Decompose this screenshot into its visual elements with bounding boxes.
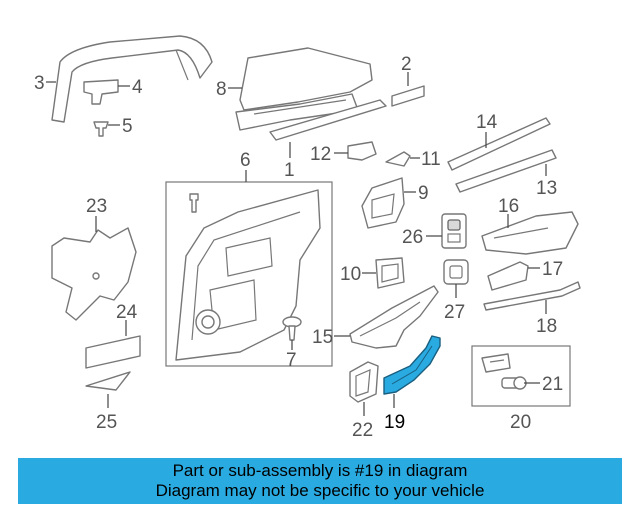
- callout-10[interactable]: 10: [340, 264, 361, 285]
- part-16-armrest[interactable]: [481, 211, 579, 255]
- callout-4[interactable]: 4: [132, 77, 143, 98]
- part-26-window-switch[interactable]: [441, 213, 467, 249]
- callout-7[interactable]: 7: [286, 350, 297, 371]
- callout-24[interactable]: 24: [116, 302, 138, 323]
- callout-21[interactable]: 21: [542, 374, 563, 395]
- info-banner: Part or sub-assembly is #19 in diagram D…: [18, 458, 622, 504]
- part-9-armrest-bracket[interactable]: [361, 177, 405, 229]
- callout-6[interactable]: 6: [240, 150, 251, 171]
- part-17-bracket[interactable]: [487, 261, 529, 291]
- part-23-insulator[interactable]: [51, 227, 137, 321]
- callout-22[interactable]: 22: [352, 420, 373, 441]
- part-22-cover[interactable]: [349, 361, 379, 403]
- callout-25[interactable]: 25: [96, 412, 117, 433]
- callout-23[interactable]: 23: [86, 196, 107, 217]
- callout-1[interactable]: 1: [284, 160, 295, 181]
- part-6-door-panel[interactable]: [165, 181, 333, 367]
- part-4-clip[interactable]: [83, 79, 119, 105]
- part-12-bracket[interactable]: [347, 141, 377, 161]
- part-14-moulding[interactable]: [447, 117, 551, 171]
- callout-16[interactable]: 16: [498, 196, 519, 217]
- part-5-screw[interactable]: [93, 121, 109, 137]
- callout-26[interactable]: 26: [402, 227, 423, 248]
- part-1-belt-seal[interactable]: [269, 99, 387, 141]
- part-21-bulb[interactable]: [501, 376, 527, 390]
- callout-8[interactable]: 8: [216, 79, 227, 100]
- callout-11[interactable]: 11: [421, 149, 441, 170]
- callout-15[interactable]: 15: [312, 327, 333, 348]
- part-2-moulding[interactable]: [391, 85, 425, 107]
- part-7-push-pin[interactable]: [282, 316, 302, 341]
- part-19-pull-handle[interactable]: [383, 335, 441, 395]
- part-10-handle-housing[interactable]: [375, 257, 405, 289]
- callout-18[interactable]: 18: [536, 316, 557, 337]
- part-15-trim-panel[interactable]: [349, 285, 439, 349]
- callout-3[interactable]: 3: [34, 73, 45, 94]
- callout-12[interactable]: 12: [310, 144, 331, 165]
- parts-diagram: 3 4 5 8 2 1 12 11 14: [34, 35, 581, 441]
- part-13-moulding[interactable]: [455, 149, 557, 193]
- callout-20[interactable]: 20: [510, 412, 531, 433]
- callout-2[interactable]: 2: [401, 54, 412, 75]
- banner-line-2: Diagram may not be specific to your vehi…: [155, 481, 485, 500]
- part-27-bezel[interactable]: [443, 259, 469, 285]
- part-24-pad[interactable]: [85, 335, 141, 369]
- part-20-assembly-box[interactable]: [471, 345, 571, 407]
- part-25-wedge[interactable]: [85, 371, 131, 391]
- callout-27[interactable]: 27: [444, 302, 465, 323]
- banner-line-1: Part or sub-assembly is #19 in diagram: [172, 461, 468, 480]
- part-18-trim-strip[interactable]: [483, 281, 581, 311]
- callout-13[interactable]: 13: [536, 178, 557, 199]
- callout-14[interactable]: 14: [476, 112, 498, 133]
- callout-19[interactable]: 19: [384, 412, 405, 433]
- callout-9[interactable]: 9: [418, 183, 429, 204]
- part-8-window-regulator[interactable]: [235, 47, 373, 131]
- callout-5[interactable]: 5: [122, 116, 133, 137]
- callout-17[interactable]: 17: [542, 259, 563, 280]
- part-3-window-frame[interactable]: [51, 35, 213, 123]
- part-11-clip[interactable]: [385, 151, 411, 167]
